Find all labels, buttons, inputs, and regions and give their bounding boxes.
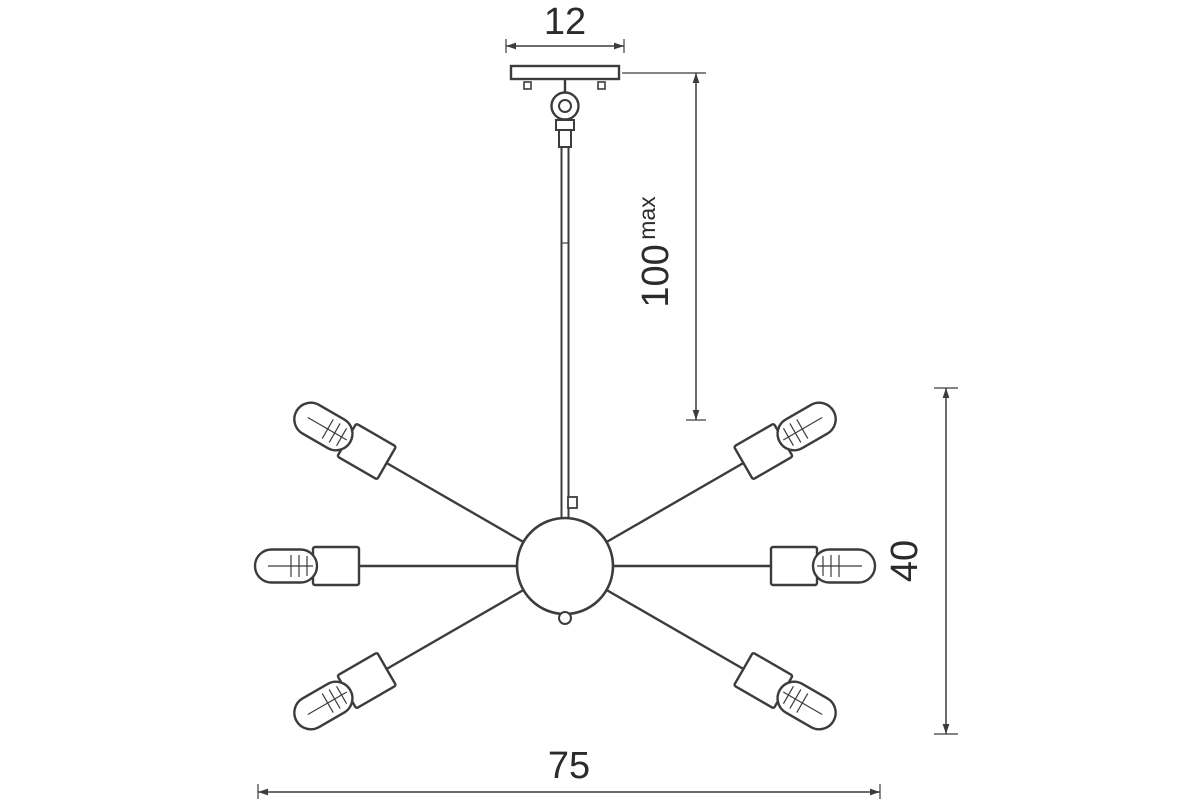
arm-lower-right [592,570,845,739]
dim-fixture-height: 40 [884,387,958,735]
ceiling-canopy [509,64,621,93]
central-sphere [515,516,615,616]
dim-max-drop: 100 max [622,72,706,421]
suspension-rod [560,147,578,522]
dim-fixture-height-label: 40 [884,540,926,582]
arm-upper-left [285,393,538,562]
rod-coupler [555,119,575,131]
dim-fixture-width-label: 75 [548,745,590,787]
dim-canopy-width: 12 [505,1,625,53]
dim-fixture-width: 75 [257,745,881,799]
arm-lower-left [285,570,538,739]
canopy-screw-right [597,81,606,90]
rod-set-screw [567,496,578,509]
arm-right [607,545,877,587]
dim-canopy-width-label: 12 [544,1,586,43]
hanger-ring [550,91,580,148]
dim-max-drop-label: 100 max [634,196,677,308]
arm-upper-right [592,393,845,562]
sphere-finial [558,611,572,625]
arm-left [253,545,523,587]
canopy-screw-left [523,81,532,90]
